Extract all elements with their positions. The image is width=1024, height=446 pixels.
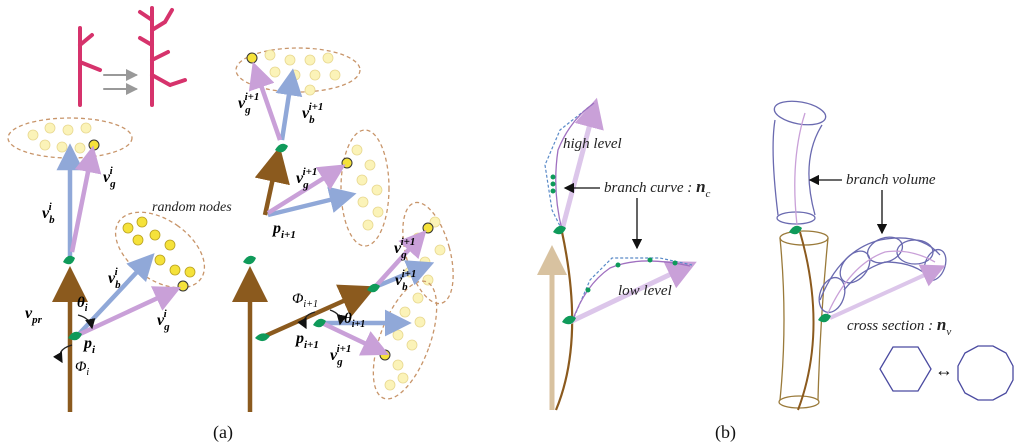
branch-volume-diagram: branch volume cross section : nv ↔ bbox=[772, 100, 1014, 411]
caption-b: (b) bbox=[715, 422, 736, 443]
label-p-i1-upper: pi+1 bbox=[271, 220, 296, 241]
selected-node-top bbox=[246, 52, 258, 64]
low-level-dashed bbox=[571, 257, 693, 323]
trunk-curve bbox=[554, 231, 574, 411]
vg-i1-mid-arrow bbox=[266, 164, 346, 215]
bud-left-low bbox=[255, 333, 270, 342]
label-vb-i-left: vbi bbox=[42, 201, 55, 226]
panel-a: random nodes vbi vgi vbi vgi vpr θi pi Φ… bbox=[7, 6, 454, 443]
caption-a: (a) bbox=[213, 422, 233, 443]
upper-branch-volume bbox=[772, 119, 823, 216]
decagon-cross-section bbox=[957, 345, 1014, 401]
high-level-arrow bbox=[559, 97, 604, 231]
label-vg-i-upper: vgi bbox=[103, 165, 116, 190]
high-level-curve bbox=[555, 102, 595, 231]
bud-volume-lower bbox=[818, 313, 831, 323]
panel-b: high level low level branch curve : nc bbox=[537, 97, 1014, 443]
bud-curve-lower bbox=[562, 315, 576, 325]
bud-top bbox=[275, 143, 288, 153]
tree-growth-illustration bbox=[78, 6, 187, 107]
bottom-node-cloud-outline bbox=[372, 280, 438, 400]
label-vg-i-lower: vgi bbox=[157, 308, 170, 333]
random-nodes-label: random nodes bbox=[152, 200, 232, 215]
vb-i1-mid-arrow bbox=[267, 186, 357, 218]
label-p-i1-lower: pi+1 bbox=[294, 330, 319, 351]
phi-i1-arc bbox=[297, 311, 316, 330]
branch-volume-label: branch volume bbox=[846, 172, 936, 188]
bud-upper bbox=[63, 255, 75, 265]
label-vb-i1-top: vbi+1 bbox=[302, 101, 323, 126]
label-vpr: vpr bbox=[25, 305, 43, 326]
label-vg-i1-mid: vgi+1 bbox=[296, 166, 317, 191]
label-phi-i1: Φi+1 bbox=[292, 291, 318, 310]
low-level-points bbox=[585, 257, 678, 293]
label-phi-i: Φi bbox=[75, 359, 89, 378]
vb-i1-right-arrow bbox=[374, 260, 435, 290]
bud-left-mid bbox=[243, 255, 256, 265]
label-theta-i: θi bbox=[77, 295, 88, 314]
bud-right bbox=[367, 283, 380, 293]
top-node-cloud bbox=[264, 49, 341, 96]
step-i-diagram: random nodes vbi vgi vbi vgi vpr θi pi Φ… bbox=[7, 117, 232, 412]
theta-i1-arc bbox=[329, 309, 347, 326]
vg-i1-top-arrow bbox=[248, 61, 283, 141]
selected-node-right bbox=[422, 222, 434, 234]
phi-i-arc bbox=[52, 344, 73, 364]
top-node-cloud-outline bbox=[235, 47, 361, 93]
vg-i1-bottom-arrow bbox=[321, 320, 390, 356]
low-level-label: low level bbox=[618, 283, 672, 299]
branch-curve-diagram: high level low level branch curve : nc bbox=[537, 97, 711, 411]
label-vb-i-right: vbi bbox=[108, 266, 121, 291]
upper-node-cloud-outline bbox=[7, 117, 133, 159]
bottom-node-cloud bbox=[384, 292, 426, 391]
label-vb-i1-right: vbi+1 bbox=[395, 268, 416, 293]
high-level-points bbox=[550, 174, 556, 194]
upper-branch-top bbox=[773, 100, 827, 126]
selected-node-mid bbox=[341, 157, 353, 169]
branch-brown bbox=[264, 284, 377, 339]
upper-branch-centerline bbox=[794, 112, 806, 226]
bud-curve-upper bbox=[553, 225, 566, 235]
branch-curve-label: branch curve : nc bbox=[604, 177, 711, 200]
label-vg-i1-right: vgi+1 bbox=[394, 236, 415, 261]
bud-volume-upper bbox=[789, 225, 802, 235]
lower-branch-centerline bbox=[824, 250, 936, 321]
selected-node-random bbox=[177, 280, 189, 292]
hexagon-cross-section bbox=[879, 346, 932, 392]
selected-node-upper bbox=[88, 139, 100, 151]
step-i1-diagram: vgi+1 vbi+1 vgi+1 pi+1 vgi+1 vbi+1 Φi+1 … bbox=[232, 47, 454, 412]
theta-i-arc bbox=[77, 314, 96, 330]
cross-section-double-arrow: ↔ bbox=[935, 360, 953, 380]
label-vg-i1-top: vgi+1 bbox=[238, 91, 259, 116]
high-level-label: high level bbox=[563, 136, 622, 152]
vg-i-upper-arrow bbox=[69, 145, 102, 253]
lower-branch-arrow bbox=[829, 264, 946, 320]
vb-i1-top-arrow bbox=[275, 68, 303, 141]
low-level-curve bbox=[571, 260, 691, 323]
trunk-volume-top bbox=[779, 230, 829, 246]
label-vg-i1-bottom: vgi+1 bbox=[330, 343, 351, 368]
random-node-cloud bbox=[122, 216, 196, 278]
vg-i1-right-arrow bbox=[373, 229, 427, 289]
trunk-centerline bbox=[797, 231, 815, 411]
high-level-dashed bbox=[544, 102, 595, 231]
bud-p-i1 bbox=[313, 318, 326, 328]
trunk-upper bbox=[254, 146, 290, 216]
mid-node-cloud bbox=[351, 144, 384, 231]
cross-section-label: cross section : nv bbox=[847, 315, 951, 338]
low-level-arrow bbox=[568, 261, 697, 325]
label-theta-i1: θi+1 bbox=[344, 311, 365, 330]
upper-node-cloud bbox=[27, 122, 92, 154]
bud-p-i bbox=[68, 331, 82, 341]
label-p-i: pi bbox=[82, 335, 96, 356]
